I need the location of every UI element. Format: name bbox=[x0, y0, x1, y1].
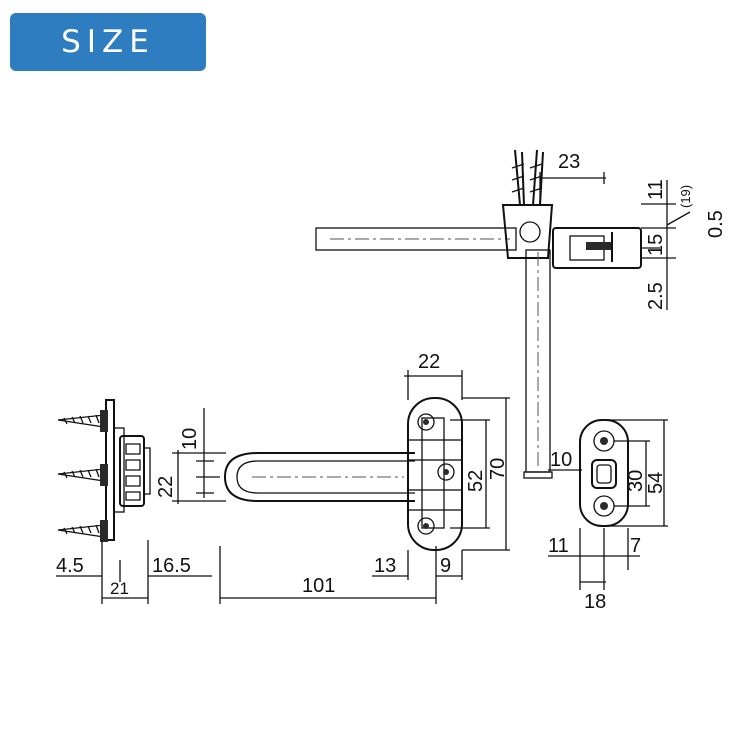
dim-23: 23 bbox=[558, 151, 580, 173]
dim-19: (19) bbox=[678, 185, 693, 208]
dim-101: 101 bbox=[302, 575, 335, 597]
guard-arm-front-view bbox=[196, 452, 415, 502]
dim-10-right: 10 bbox=[550, 449, 572, 471]
screw-middle bbox=[57, 464, 108, 486]
dim-10-left: 10 bbox=[179, 428, 201, 450]
receiver-plate-front bbox=[579, 419, 629, 527]
dim-22-top: 22 bbox=[418, 351, 440, 373]
dim-21: 21 bbox=[110, 579, 129, 598]
dim-30: 30 bbox=[625, 470, 647, 492]
dim-16-5: 16.5 bbox=[152, 555, 191, 577]
dim-2-5: 2.5 bbox=[645, 282, 667, 310]
dim-7: 7 bbox=[630, 535, 641, 557]
dim-0-5: 0.5 bbox=[705, 210, 727, 238]
dim-22-left: 22 bbox=[155, 476, 177, 498]
dim-18: 18 bbox=[584, 591, 606, 613]
guard-side-view bbox=[315, 149, 660, 479]
dimension-lines bbox=[56, 172, 691, 604]
dim-4-5: 4.5 bbox=[56, 555, 84, 577]
dim-11-bottom: 11 bbox=[548, 535, 569, 557]
screw-bottom bbox=[57, 520, 108, 542]
dim-15: 15 bbox=[645, 234, 667, 256]
wall-bracket-side-view bbox=[105, 399, 151, 541]
dim-9: 9 bbox=[440, 555, 451, 577]
screw-top bbox=[57, 410, 108, 432]
dim-70: 70 bbox=[487, 458, 509, 480]
dim-54: 54 bbox=[645, 472, 667, 494]
size-badge: SIZE bbox=[10, 13, 206, 71]
dim-13: 13 bbox=[374, 555, 396, 577]
dim-11-top: 11 bbox=[645, 179, 667, 200]
arm-receiver-plate bbox=[407, 397, 463, 551]
dim-52: 52 bbox=[465, 470, 487, 492]
dimension-labels: 23 11 (19) 0.5 15 2.5 22 10 22 52 70 10 … bbox=[56, 151, 727, 613]
